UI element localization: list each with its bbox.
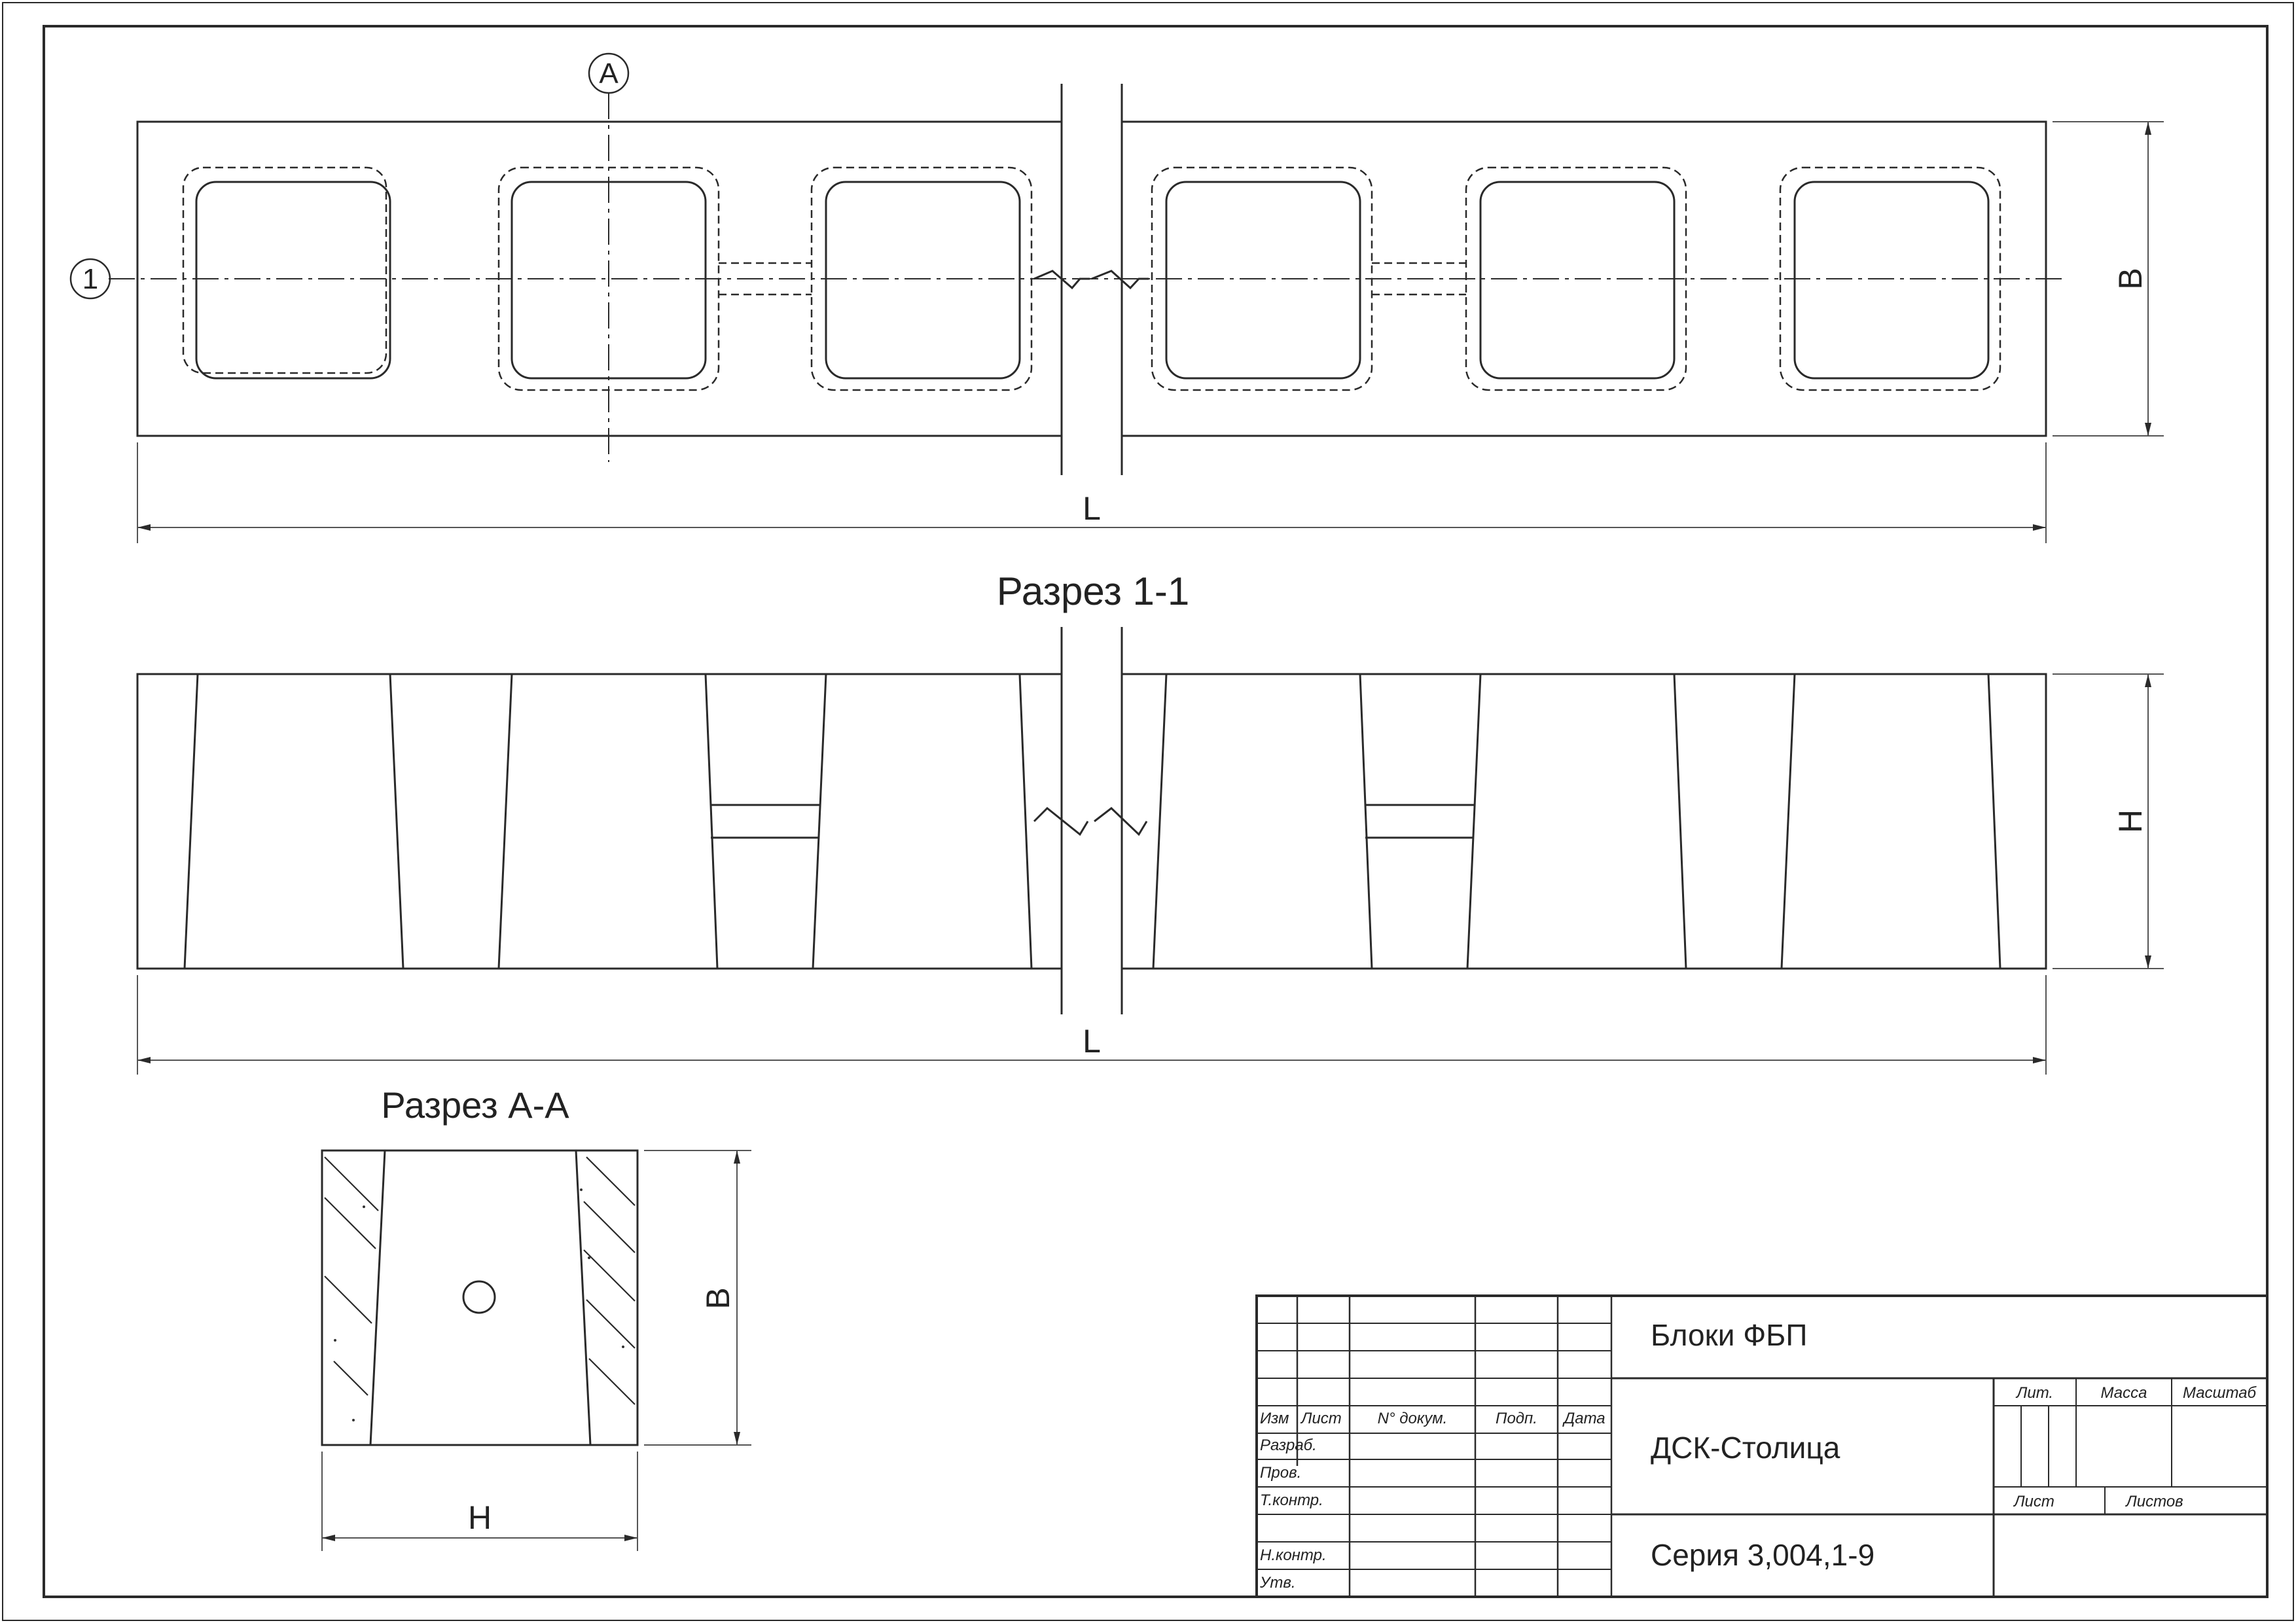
tb-header-doc: N° докум.: [1378, 1410, 1448, 1427]
title-block: Изм Лист N° докум. Подп. Дата Разраб. Пр…: [1255, 1294, 2269, 1598]
tb-role-approved: Утв.: [1259, 1574, 1296, 1592]
plan-dim-B-label: B: [2112, 268, 2149, 289]
tb-role-tech-control: Т.контр.: [1260, 1491, 1323, 1509]
plan-channel-left: [719, 262, 812, 296]
section-1-1-title: Разрез 1-1: [997, 569, 1190, 613]
plan-outline-left: [136, 120, 1062, 437]
section-1-1-channel-left: [711, 804, 819, 839]
section-1-1-void-walls: [183, 673, 2001, 969]
axis-row-1-label: 1: [82, 263, 98, 295]
tb-series: Серия 3,004,1-9: [1651, 1538, 1874, 1572]
plan-view: 1 A L B: [69, 52, 2164, 543]
tb-role-checked: Пров.: [1260, 1464, 1301, 1482]
tb-organization: ДСК-Столица: [1651, 1431, 1840, 1465]
section-1-1-break-zigzag-right: [1094, 807, 1148, 836]
section-a-a-channel-hole: [462, 1280, 496, 1314]
plan-void-1: [182, 166, 391, 380]
section-a-a-view: B H: [321, 1149, 751, 1551]
tb-cell-scale: Масштаб: [2183, 1384, 2257, 1402]
tb-role-norm-control: Н.контр.: [1260, 1546, 1327, 1564]
axis-col-a-marker: [588, 52, 630, 94]
plan-dim-L-label: L: [1083, 490, 1101, 527]
section-a-a-outline: [321, 1149, 639, 1446]
section-a-a-dim-H-label: H: [468, 1499, 492, 1536]
tb-header-date: Дата: [1562, 1410, 1605, 1427]
section-1-1-channel-right: [1365, 804, 1474, 839]
axis-row-1-marker: [69, 258, 111, 300]
section-a-a-void-wall-right: [575, 1150, 592, 1446]
section-a-a-dim-B-label: B: [700, 1287, 736, 1309]
section-a-a-hatching: [324, 1156, 636, 1405]
section-1-1-dim-L-label: L: [1083, 1023, 1101, 1060]
tb-cell-lit: Лит.: [2015, 1384, 2053, 1402]
sheet-frame: [43, 25, 2269, 1598]
section-1-1-dim-H-label: H: [2112, 810, 2149, 833]
tb-cell-sheet: Лист: [2013, 1493, 2054, 1510]
tb-drawing-name: Блоки ФБП: [1651, 1318, 1807, 1352]
tb-header-list: Лист: [1300, 1410, 1342, 1427]
plan-break-zigzag-right: [1091, 270, 1149, 290]
section-a-a-aggregate-dots: [334, 1188, 624, 1421]
section-a-a-title: Разрез А-А: [381, 1084, 569, 1126]
axis-col-a-label: A: [599, 58, 619, 90]
tb-header-izm: Изм: [1260, 1410, 1289, 1427]
title-block-frame: [1255, 1294, 2269, 1598]
tb-cell-sheets: Листов: [2125, 1493, 2183, 1510]
tb-header-sign: Подп.: [1496, 1410, 1537, 1427]
section-1-1-view: L H: [136, 627, 2164, 1075]
section-a-a-void-wall-left: [369, 1150, 386, 1446]
section-1-1-outline-right: [1122, 673, 2047, 970]
tb-role-developer: Разраб.: [1260, 1436, 1317, 1454]
section-1-1-break-zigzag-left: [1033, 806, 1089, 836]
section-1-1-outline-left: [136, 673, 1062, 970]
plan-channel-right: [1372, 262, 1466, 296]
tb-cell-mass: Масса: [2101, 1384, 2147, 1402]
